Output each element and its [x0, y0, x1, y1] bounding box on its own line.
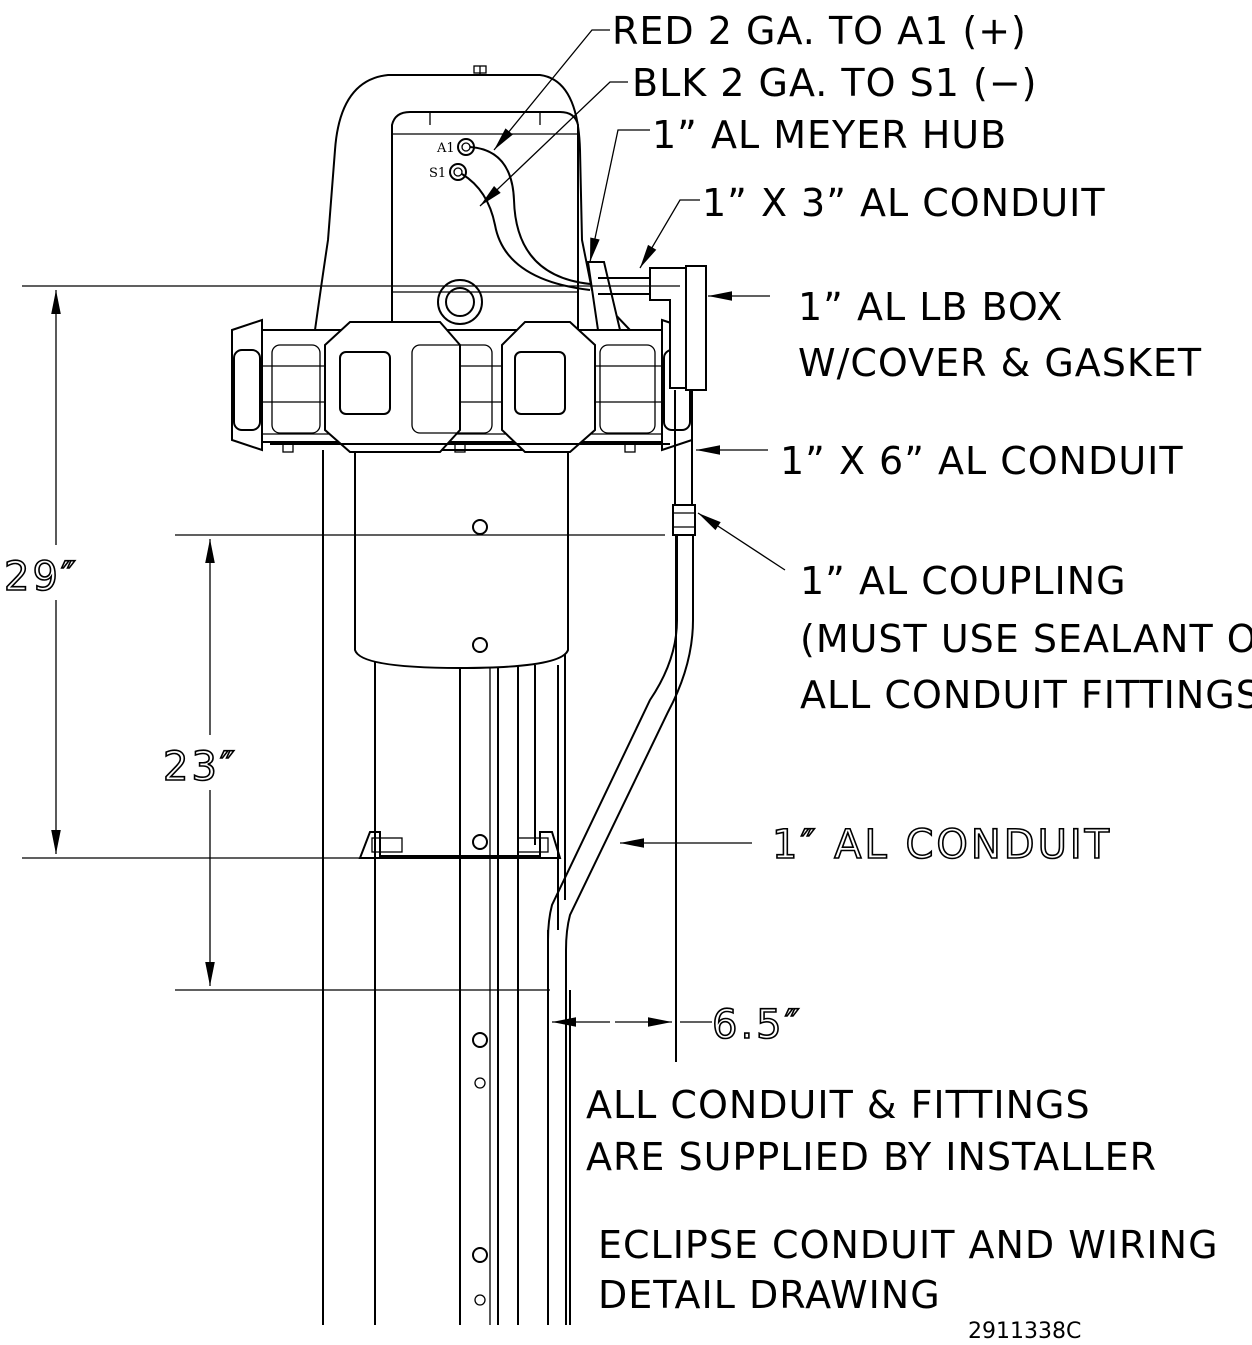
drawing-number: 2911338C	[968, 1319, 1081, 1344]
mast-hole	[472, 1247, 488, 1263]
callout-lb-box-cover: W/COVER & GASKET	[798, 341, 1202, 385]
mast-hole	[474, 1077, 486, 1089]
callout-conduit-3in: 1” X 3” AL CONDUIT	[702, 181, 1106, 225]
callout-conduit-6in: 1” X 6” AL CONDUIT	[780, 439, 1184, 483]
mast-hole	[472, 519, 488, 535]
terminal-a1-label: A1	[436, 141, 455, 156]
conduit-main	[547, 535, 694, 1325]
callout-sealant-note: (MUST USE SEALANT ON	[800, 617, 1252, 661]
terminal-s1-label: S1	[429, 166, 446, 181]
note-supplied-2: ARE SUPPLIED BY INSTALLER	[586, 1135, 1157, 1179]
dimension-29-label: 29″	[4, 554, 79, 600]
gear-ring	[231, 318, 693, 453]
leader-lines	[479, 29, 786, 848]
mast-hole	[472, 1032, 488, 1048]
callout-lb-box: 1” AL LB BOX	[798, 285, 1063, 329]
lb-box	[649, 265, 707, 391]
note-supplied: ALL CONDUIT & FITTINGS	[586, 1083, 1091, 1127]
black-wire	[461, 173, 591, 291]
conduit-3in	[598, 277, 650, 295]
motor-port	[437, 279, 483, 325]
dimension-6-5: 6.5″	[552, 1001, 803, 1049]
dimension-23-label: 23″	[163, 744, 238, 790]
al-coupling	[672, 504, 696, 536]
callout-blk-wire: BLK 2 GA. TO S1 (−)	[632, 61, 1038, 105]
red-wire	[469, 146, 591, 285]
callout-sealant-note-2: ALL CONDUIT FITTINGS)	[800, 673, 1252, 717]
meyer-hub	[586, 261, 622, 331]
dimension-23: 23″	[162, 534, 665, 991]
conduit-6in	[674, 390, 693, 505]
drawing-title: ECLIPSE CONDUIT AND WIRING	[598, 1223, 1219, 1267]
callout-coupling: 1” AL COUPLING	[800, 559, 1127, 603]
callout-meyer-hub: 1” AL MEYER HUB	[652, 113, 1007, 157]
callout-conduit: 1″ AL CONDUIT	[772, 822, 1112, 868]
mast-hole	[474, 1294, 486, 1306]
mast-tube	[322, 449, 571, 1325]
terminal-s1: S1	[429, 163, 467, 181]
drawing-title-2: DETAIL DRAWING	[598, 1273, 941, 1317]
motor-housing	[313, 65, 633, 331]
mast-hole	[472, 637, 488, 653]
mast-hole	[472, 834, 488, 850]
dimension-6-5-label: 6.5″	[712, 1002, 803, 1048]
dimension-29: 29″	[3, 285, 680, 859]
callout-red-wire: RED 2 GA. TO A1 (+)	[612, 9, 1027, 53]
